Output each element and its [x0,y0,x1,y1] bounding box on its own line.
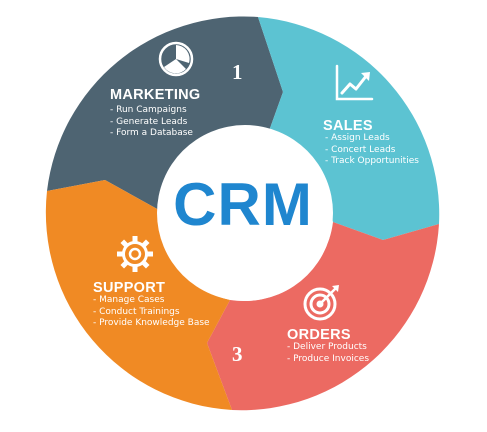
step-number-orders: 3 [232,342,243,366]
list-item: - Produce Invoices [287,353,370,364]
list-item: - Form a Database [110,128,193,138]
segment-title-marketing: MARKETING [110,87,201,103]
pie-chart-icon [158,41,194,77]
target-icon [303,285,339,321]
list-item: - Track Opportunities [325,156,419,166]
list-item: - Manage Cases [93,295,165,305]
step-number-marketing: 1 [232,60,243,84]
list-item: - Assign Leads [325,133,390,143]
center-label: CRM [173,171,313,238]
segment-title-sales: SALES [323,118,373,134]
rising-chart-icon [335,64,374,101]
segment-title-support: SUPPORT [93,280,166,296]
segment-list-marketing: - Run Campaigns - Generate Leads - Form … [110,105,193,140]
list-item: - Conduct Trainings [93,306,180,317]
segment-list-orders: - Deliver Products - Produce Invoices [287,342,369,365]
segment-orders [207,222,439,411]
center-disc [157,125,333,301]
segment-list-sales: - Assign Leads - Concert Leads - Track O… [325,133,419,168]
segment-marketing [47,16,283,210]
segment-title-orders: ORDERS [287,327,351,343]
list-item: - Provide Knowledge Base [93,318,210,328]
list-item: - Deliver Products [287,342,367,352]
list-item: - Run Campaigns [110,105,187,115]
segment-sales [258,17,440,240]
list-item: - Generate Leads [110,116,188,127]
segment-support [45,180,232,410]
gear-icon [117,236,153,272]
list-item: - Concert Leads [325,144,396,155]
segment-list-support: - Manage Cases - Conduct Trainings - Pro… [93,295,213,330]
